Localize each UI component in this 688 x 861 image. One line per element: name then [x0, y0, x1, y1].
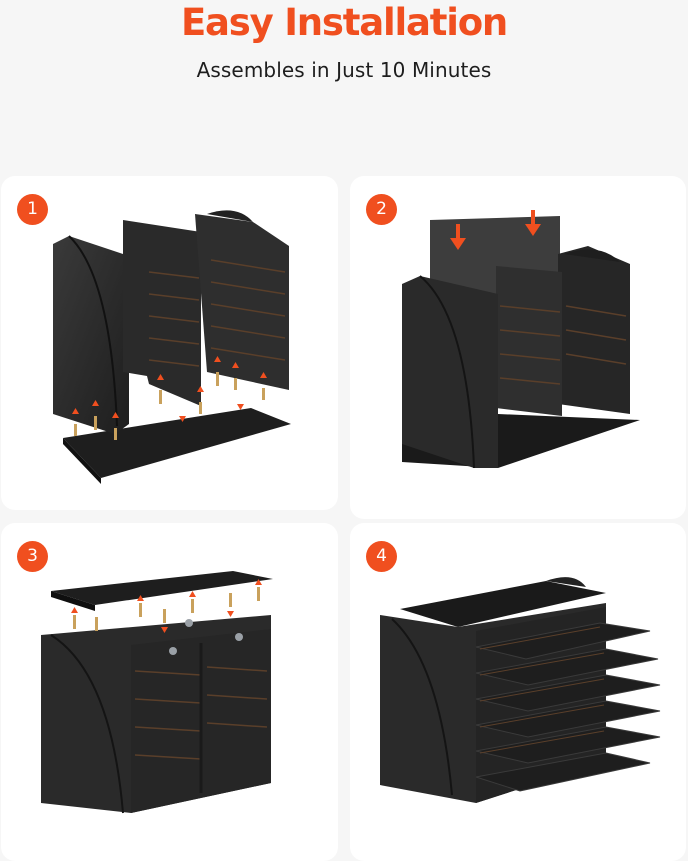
side-panel-left [53, 236, 129, 434]
shelves [475, 622, 661, 792]
side-panel-right [558, 246, 630, 414]
step-card-2: 2 [350, 176, 686, 519]
down-arrows [450, 210, 541, 250]
base-panel [63, 408, 291, 478]
step-1-illustration [53, 210, 291, 484]
step-4-illustration [380, 577, 661, 803]
step-card-4: 4 [350, 523, 686, 861]
divider-panel-right [195, 214, 289, 390]
step-number-badge: 2 [366, 194, 397, 225]
page-title: Easy Installation [180, 1, 508, 44]
step-card-3: 3 [1, 523, 338, 861]
top-panel [400, 581, 606, 627]
page-subtitle: Assembles in Just 10 Minutes [196, 58, 492, 82]
step-2-illustration [402, 210, 640, 469]
side-panel-left [402, 276, 498, 468]
step-number-badge: 1 [17, 194, 48, 225]
divider-panel-middle [123, 220, 201, 406]
step-number-badge: 4 [366, 541, 397, 572]
step-card-1: 1 [1, 176, 338, 510]
top-panel [51, 571, 273, 605]
step-number-badge: 3 [17, 541, 48, 572]
step-3-illustration [41, 571, 273, 814]
divider-panel [496, 266, 562, 416]
